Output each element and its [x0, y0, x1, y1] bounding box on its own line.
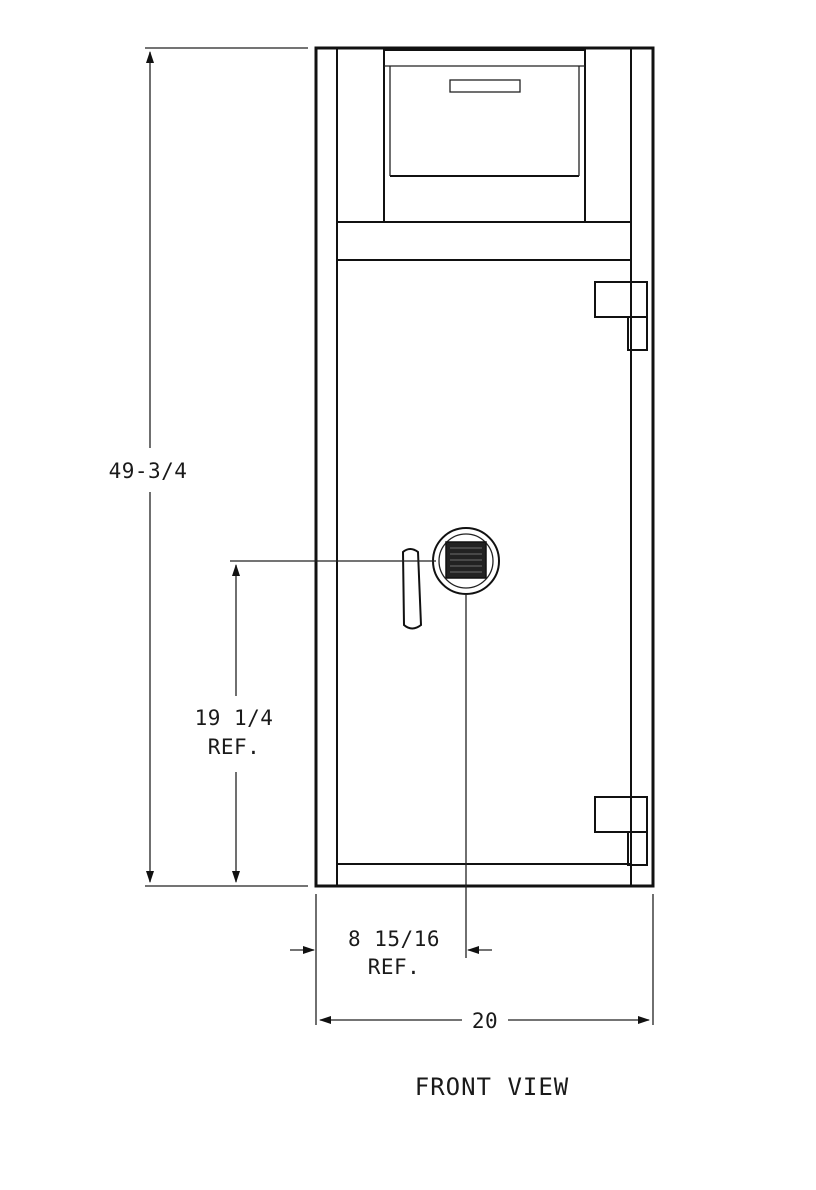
hinge-bottom [594, 796, 648, 866]
dial-offset-value: 8 15/16 [348, 927, 440, 951]
overall-width-label: 20 [472, 1009, 498, 1033]
overall-height-dimension: 49-3/4 [109, 47, 308, 887]
handle-height-value: 19 1/4 [195, 706, 274, 730]
dial-offset-ref: REF. [368, 955, 421, 979]
outer-cabinet [314, 46, 655, 888]
hinge-top [594, 281, 648, 351]
electronic-lock [432, 527, 500, 595]
safe-body [314, 46, 655, 888]
view-title: FRONT VIEW [415, 1073, 570, 1101]
overall-width-dimension: 20 [319, 894, 654, 1033]
deposit-drawer [383, 49, 586, 223]
handle-height-dimension: 19 1/4 REF. [195, 560, 436, 883]
door-handle [401, 548, 423, 630]
dial-offset-dimension: 8 15/16 REF. [290, 594, 492, 1025]
drawer-handle-slot [449, 79, 521, 93]
overall-height-label: 49-3/4 [109, 459, 188, 483]
drawer-recess [383, 49, 586, 223]
handle-height-ref: REF. [208, 735, 261, 759]
